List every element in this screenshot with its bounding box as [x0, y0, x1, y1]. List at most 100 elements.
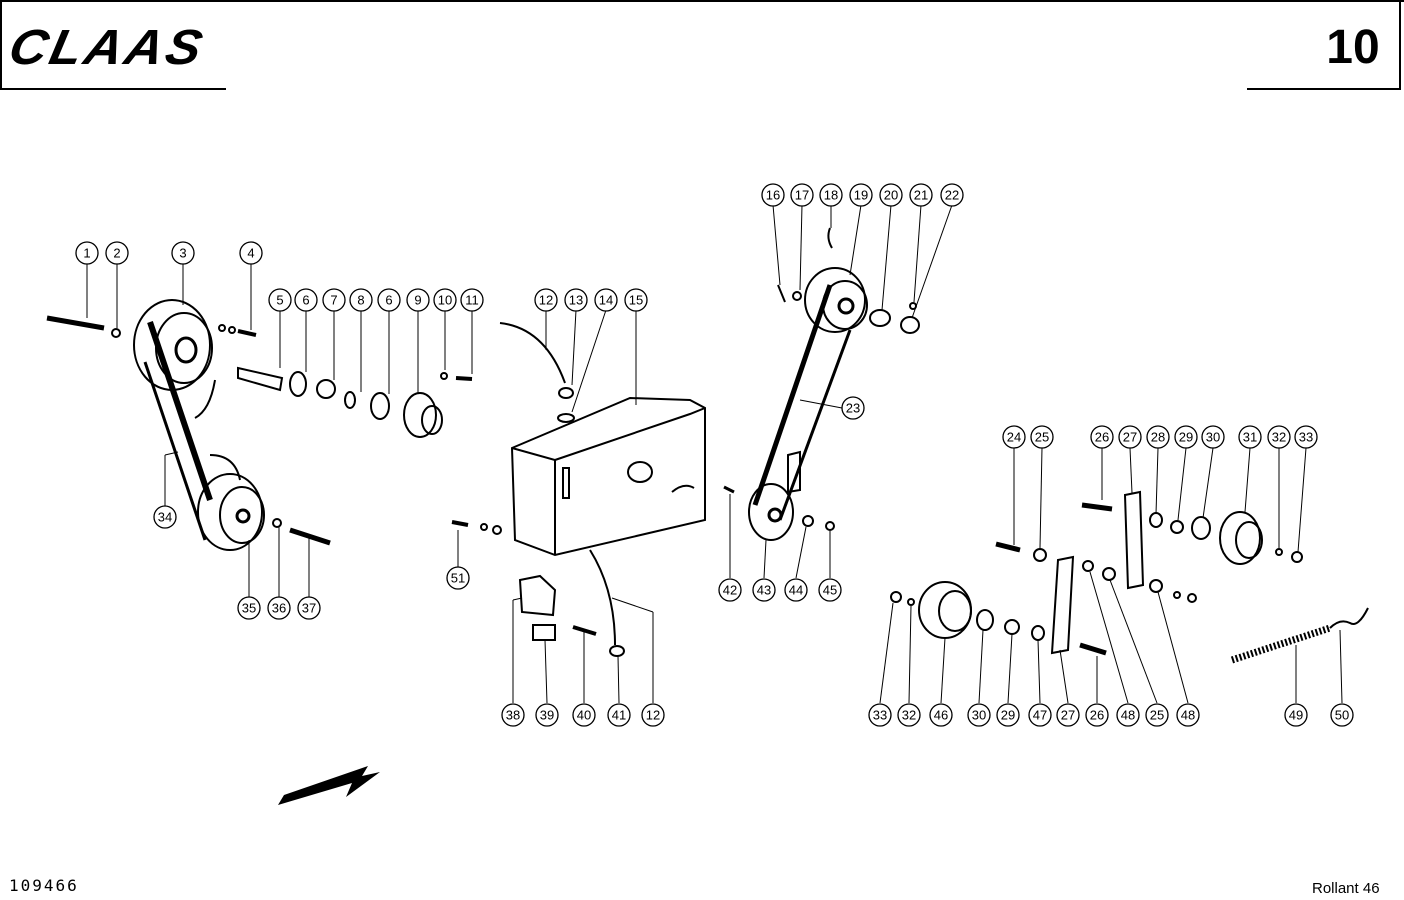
callout-label: 6	[302, 293, 309, 308]
callout-43: 43	[752, 578, 776, 602]
hub-part	[403, 392, 443, 438]
callout-7: 7	[322, 288, 346, 312]
callout-label: 38	[506, 708, 520, 723]
callout-label: 6	[385, 293, 392, 308]
callout-label: 20	[884, 188, 898, 203]
callout-22: 22	[940, 183, 964, 207]
callout-18: 18	[819, 183, 843, 207]
roller-part	[918, 581, 972, 639]
callout-51: 51	[446, 566, 470, 590]
lower-pulley-part	[197, 454, 265, 551]
callout-30: 30	[967, 703, 991, 727]
callout-label: 26	[1095, 430, 1109, 445]
callout-label: 29	[1001, 708, 1015, 723]
callout-25: 25	[1030, 425, 1054, 449]
callout-label: 51	[451, 571, 465, 586]
callout-label: 32	[1272, 430, 1286, 445]
belt-part	[752, 284, 833, 506]
callout-label: 48	[1181, 708, 1195, 723]
callout-label: 7	[330, 293, 337, 308]
callout-label: 27	[1123, 430, 1137, 445]
callout-46: 46	[929, 703, 953, 727]
callout-15: 15	[624, 288, 648, 312]
roller-part	[1219, 511, 1263, 565]
callout-5: 5	[268, 288, 292, 312]
callout-26: 26	[1090, 425, 1114, 449]
callout-label: 1	[83, 246, 90, 261]
callout-41: 41	[607, 703, 631, 727]
wire-part	[194, 379, 216, 419]
callout-label: 9	[414, 293, 421, 308]
callout-label: 4	[247, 246, 254, 261]
shaft-part	[237, 366, 284, 392]
callout-20: 20	[879, 183, 903, 207]
callout-label: 3	[179, 246, 186, 261]
callout-28: 28	[1146, 425, 1170, 449]
direction-arrow-icon	[278, 766, 380, 805]
callout-1: 1	[75, 241, 99, 265]
callout-label: 11	[465, 293, 479, 308]
lever-part	[1050, 555, 1075, 655]
callout-label: 40	[577, 708, 591, 723]
callout-35: 35	[237, 596, 261, 620]
callout-label: 24	[1007, 430, 1021, 445]
callout-27: 27	[1056, 703, 1080, 727]
callout-6: 6	[377, 288, 401, 312]
callout-25: 25	[1145, 703, 1169, 727]
callout-label: 5	[276, 293, 283, 308]
bolt-part	[46, 315, 105, 331]
callout-12: 12	[641, 703, 665, 727]
callout-19: 19	[849, 183, 873, 207]
callout-31: 31	[1238, 425, 1262, 449]
callout-label: 21	[914, 188, 928, 203]
callout-38: 38	[501, 703, 525, 727]
callout-27: 27	[1118, 425, 1142, 449]
callout-label: 10	[438, 293, 452, 308]
callout-34: 34	[153, 505, 177, 529]
callout-label: 32	[902, 708, 916, 723]
callout-26: 26	[1085, 703, 1109, 727]
callout-label: 14	[599, 293, 613, 308]
belt-part	[143, 321, 213, 541]
callout-42: 42	[718, 578, 742, 602]
callout-label: 48	[1121, 708, 1135, 723]
callout-49: 49	[1284, 703, 1308, 727]
bushing-part	[869, 309, 891, 327]
drawing-number: 109466	[9, 876, 79, 895]
callout-label: 50	[1335, 708, 1349, 723]
bracket-part	[518, 574, 557, 617]
callout-label: 22	[945, 188, 959, 203]
washer-part	[111, 328, 121, 338]
callout-6: 6	[294, 288, 318, 312]
callout-33: 33	[1294, 425, 1318, 449]
callout-39: 39	[535, 703, 559, 727]
callout-label: 30	[972, 708, 986, 723]
callout-48: 48	[1176, 703, 1200, 727]
bearing-part	[289, 371, 307, 397]
callout-label: 49	[1289, 708, 1303, 723]
tension-pulley-part	[804, 267, 868, 333]
cable-part	[589, 549, 616, 646]
spring-part	[1230, 624, 1332, 664]
callout-label: 27	[1061, 708, 1075, 723]
callout-29: 29	[1174, 425, 1198, 449]
callout-label: 46	[934, 708, 948, 723]
callout-label: 31	[1243, 430, 1257, 445]
leader-lines	[86, 204, 1343, 704]
callout-label: 23	[846, 401, 860, 416]
callout-23: 23	[841, 396, 865, 420]
callout-14: 14	[594, 288, 618, 312]
callout-48: 48	[1116, 703, 1140, 727]
callout-label: 12	[539, 293, 553, 308]
block-part	[532, 624, 556, 641]
callout-label: 41	[612, 708, 626, 723]
callout-30: 30	[1201, 425, 1225, 449]
housing-part	[510, 396, 706, 557]
callout-37: 37	[297, 596, 321, 620]
callout-label: 16	[766, 188, 780, 203]
callout-label: 13	[569, 293, 583, 308]
callout-24: 24	[1002, 425, 1026, 449]
